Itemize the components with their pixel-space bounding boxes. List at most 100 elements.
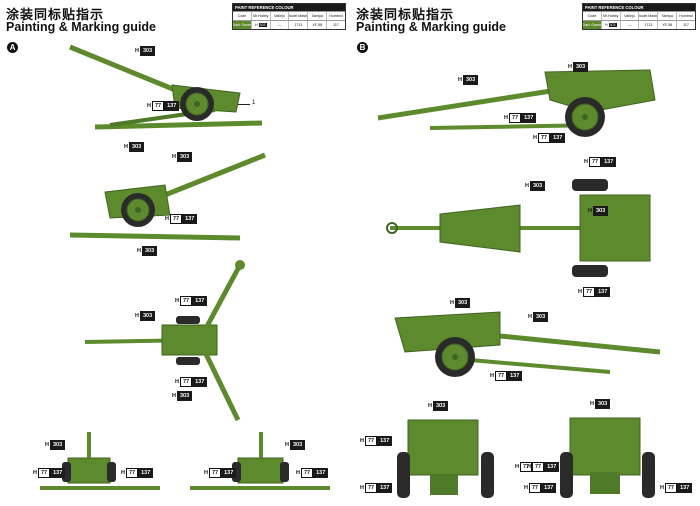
paint-code: 77: [364, 483, 378, 493]
panel-a-illustrations: [40, 44, 330, 490]
paint-code: 77: [494, 371, 508, 381]
howitzer-side-level-2: [394, 311, 661, 377]
mrhobby-codes: H 303: [250, 21, 270, 29]
paint-code: 137: [221, 468, 237, 478]
col-mrhobby: Mr.Hobby: [600, 12, 620, 20]
paint-code: 137: [601, 157, 617, 167]
paint-code: 303: [532, 312, 549, 322]
howitzer-top-view: [84, 260, 245, 422]
paint-code: 137: [164, 101, 180, 111]
colour-swatch: Dark Green: [583, 21, 601, 29]
paint-code: 77: [208, 468, 222, 478]
paint-code: 303: [572, 62, 589, 72]
col-modelmaster: Model Master: [288, 12, 307, 20]
howitzer-front-view: [40, 432, 160, 490]
paint-code: 77: [151, 101, 165, 111]
mrhobby-chip: 303: [258, 23, 267, 27]
vallejo-code: —: [269, 21, 289, 29]
howitzer-side-raised-1: [69, 44, 263, 130]
mrhobby-prefix: H: [604, 23, 608, 27]
howitzer-rear-view: [190, 432, 330, 490]
paint-code: 303: [462, 75, 479, 85]
paint-code: 77: [531, 462, 545, 472]
mrhobby-prefix: H: [254, 23, 258, 27]
paint-code: 303: [594, 399, 611, 409]
paint-code: 137: [50, 468, 66, 478]
col-humbrol: Humbrol: [676, 12, 695, 20]
howitzer-side-level-1: [377, 69, 656, 137]
paint-code: 137: [182, 214, 198, 224]
paint-code: 303: [289, 440, 306, 450]
paint-code: 77: [364, 436, 378, 446]
paint-code: 137: [521, 113, 537, 123]
paint-code: 137: [313, 468, 329, 478]
paint-code: 303: [139, 311, 156, 321]
paint-code: 137: [377, 436, 393, 446]
paint-code: 303: [592, 206, 609, 216]
paint-code: 137: [541, 483, 557, 493]
paint-code: 137: [544, 462, 560, 472]
paint-code: 77: [179, 377, 193, 387]
paint-code: 303: [139, 46, 156, 56]
tamiya-code: XF-58: [657, 21, 676, 29]
panel-b-illustrations: [377, 69, 661, 498]
paint-code: 77: [588, 157, 602, 167]
col-humbrol: Humbrol: [326, 12, 345, 20]
paint-code: 303: [128, 142, 145, 152]
paint-code: 77: [125, 468, 139, 478]
howitzer-side-raised-2: [69, 152, 266, 241]
paint-code: 303: [176, 391, 193, 401]
paint-code: 77: [179, 296, 193, 306]
modelmaster-code: 1713: [288, 21, 307, 29]
howitzer-front-view: [397, 419, 494, 498]
col-mrhobby: Mr.Hobby: [250, 12, 270, 20]
howitzer-top-view: [386, 179, 651, 277]
paint-code: 77: [519, 462, 533, 472]
paint-table-row: Dark Green H 303 — 1713 XF-58 117: [233, 20, 345, 29]
col-tamiya: Tamiya: [307, 12, 326, 20]
paint-code: 303: [141, 246, 158, 256]
vallejo-code: —: [619, 21, 639, 29]
col-tamiya: Tamiya: [657, 12, 676, 20]
panel-badge: B: [357, 42, 368, 53]
paint-code: 77: [664, 483, 678, 493]
paint-code: 137: [550, 133, 566, 143]
paint-code: 303: [529, 181, 546, 191]
humbrol-code: 117: [676, 21, 695, 29]
paint-code: 77: [537, 133, 551, 143]
paint-code: 77: [528, 483, 542, 493]
howitzer-rear-view: [560, 417, 655, 498]
paint-table-row: Dark Green H 303 — 1713 XF-58 117: [583, 20, 695, 29]
paint-code: 303: [454, 298, 471, 308]
paint-code: 77: [169, 214, 183, 224]
paint-reference-table: PAINT REFERENCE COLOUR Code Mr.Hobby Val…: [582, 3, 696, 30]
col-code: Code: [237, 14, 247, 18]
paint-code: 77: [508, 113, 522, 123]
col-vallejo: Vallejo: [269, 12, 289, 20]
paint-code: 303: [176, 152, 193, 162]
paint-reference-heading: PAINT REFERENCE COLOUR: [233, 4, 345, 11]
guide-title-chinese: 涂装同标贴指示: [356, 7, 455, 22]
